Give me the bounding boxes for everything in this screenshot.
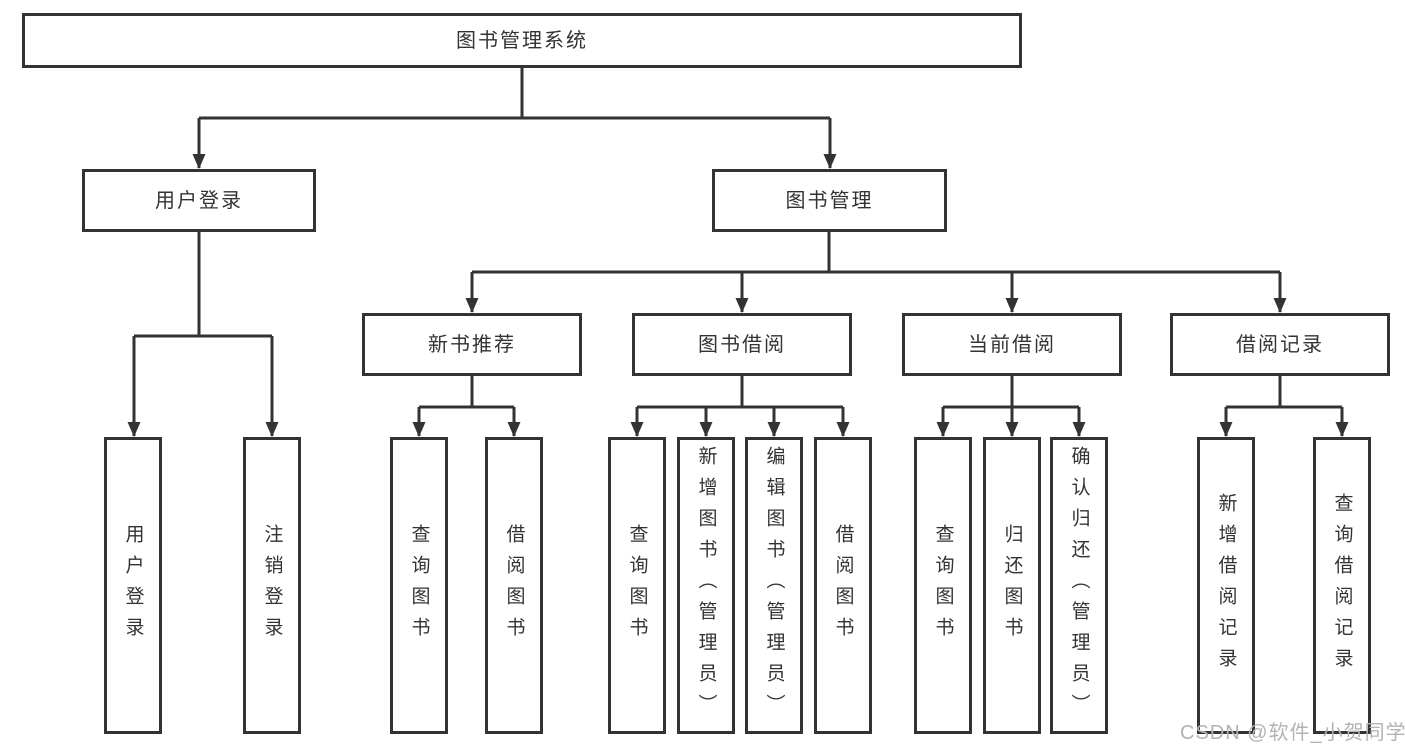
node-label: 归还图书 xyxy=(1001,523,1023,648)
node-new-book-recommend: 新书推荐 xyxy=(362,313,582,376)
leaf-current-confirm-return-admin: 确认归还（管理员） xyxy=(1050,437,1108,734)
leaf-records-add-record: 新增借阅记录 xyxy=(1197,437,1255,734)
node-user-login: 用户登录 xyxy=(82,169,316,232)
connector-line xyxy=(199,67,830,120)
node-library-management-system: 图书管理系统 xyxy=(22,13,1022,68)
node-label: 查询图书 xyxy=(932,523,954,648)
node-label: 用户登录 xyxy=(155,189,243,212)
node-label: 新增借阅记录 xyxy=(1215,492,1237,679)
leaf-current-return-books: 归还图书 xyxy=(983,437,1041,734)
connector-line xyxy=(943,376,1079,409)
node-label: 查询图书 xyxy=(408,523,430,648)
node-label: 图书管理系统 xyxy=(456,29,588,52)
leaf-logout-login: 注销登录 xyxy=(243,437,301,734)
node-label: 图书借阅 xyxy=(698,333,786,356)
node-label: 借阅图书 xyxy=(503,523,525,648)
connector-line xyxy=(134,232,272,338)
leaf-borrow-query-books: 查询图书 xyxy=(608,437,666,734)
leaf-recommend-borrow-books: 借阅图书 xyxy=(485,437,543,734)
node-label: 图书管理 xyxy=(785,189,874,212)
node-label: 编辑图书（管理员） xyxy=(763,446,785,725)
leaf-borrow-edit-books-admin: 编辑图书（管理员） xyxy=(745,437,803,734)
leaf-recommend-query-books: 查询图书 xyxy=(390,437,448,734)
node-label: 查询图书 xyxy=(626,523,648,648)
node-current-borrow: 当前借阅 xyxy=(902,313,1122,376)
connector-line xyxy=(1226,376,1342,409)
leaf-borrow-borrow-books: 借阅图书 xyxy=(814,437,872,734)
leaf-user-login: 用户登录 xyxy=(104,437,162,734)
node-borrow-records: 借阅记录 xyxy=(1170,313,1390,376)
node-label: 借阅图书 xyxy=(832,523,854,648)
watermark: CSDN @软件_小贺同学 xyxy=(1180,722,1405,744)
node-label: 新书推荐 xyxy=(428,333,516,356)
node-label: 注销登录 xyxy=(261,523,283,648)
connector-line xyxy=(472,232,1280,274)
leaf-borrow-add-books-admin: 新增图书（管理员） xyxy=(677,437,735,734)
connector-line xyxy=(637,376,843,409)
node-label: 用户登录 xyxy=(122,523,144,648)
node-label: 当前借阅 xyxy=(968,333,1056,356)
node-label: 新增图书（管理员） xyxy=(695,446,717,725)
node-book-management: 图书管理 xyxy=(712,169,947,232)
node-book-borrow: 图书借阅 xyxy=(632,313,852,376)
leaf-current-query-books: 查询图书 xyxy=(914,437,972,734)
connector-line xyxy=(419,376,514,409)
node-label: 借阅记录 xyxy=(1236,333,1324,356)
node-label: 查询借阅记录 xyxy=(1331,492,1353,679)
node-label: 确认归还（管理员） xyxy=(1068,446,1090,725)
leaf-records-query-record: 查询借阅记录 xyxy=(1313,437,1371,734)
